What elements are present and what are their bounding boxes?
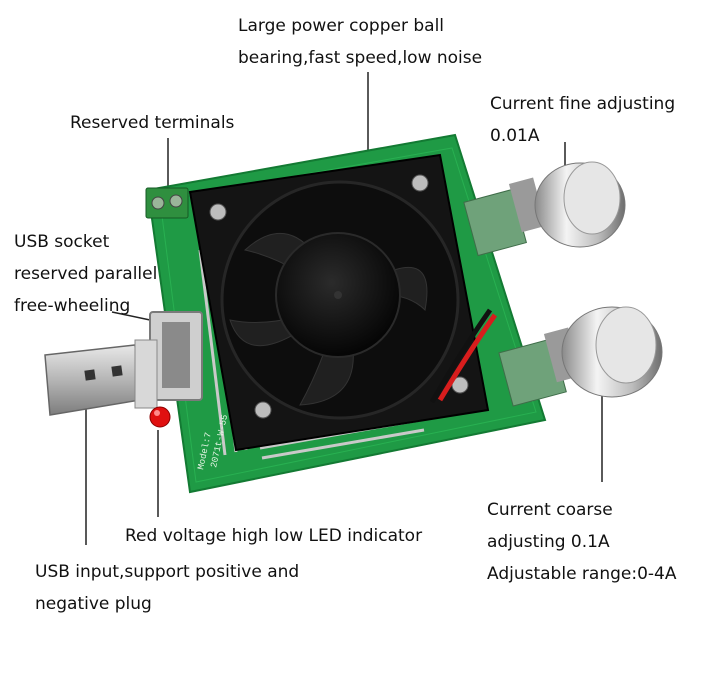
label-coarse-line-3: Adjustable range:0-4A [487, 564, 677, 584]
label-usb-socket: USB socket reserved parallel free-wheeli… [14, 226, 157, 322]
label-coarse-line-1: Current coarse [487, 500, 613, 520]
label-usb-input: USB input,support positive and negative … [35, 556, 299, 620]
fine-adjust-knob [463, 161, 626, 257]
cooling-fan [188, 153, 498, 452]
label-coarse-adjust: Current coarse adjusting 0.1A Adjustable… [487, 494, 677, 590]
label-usb-input-line-1: USB input,support positive and [35, 562, 300, 582]
label-fine-adjust: Current fine adjusting 0.01A [490, 88, 675, 152]
label-fine-line-1: Current fine adjusting [490, 94, 676, 114]
red-led-indicator [149, 406, 171, 428]
label-reserved-terminals: Reserved terminals [70, 107, 234, 139]
usb-plug [44, 339, 158, 416]
label-fan-line-1: Large power copper ball [238, 16, 445, 36]
label-fan-line-2: bearing,fast speed,low noise [238, 48, 483, 68]
coarse-adjust-knob [498, 306, 663, 407]
label-usb-socket-line-1: USB socket [14, 232, 110, 252]
label-usb-socket-line-3: free-wheeling [14, 296, 131, 316]
label-coarse-line-2: adjusting 0.1A [487, 532, 610, 552]
label-fan: Large power copper ball bearing,fast spe… [238, 10, 482, 74]
label-terminals-line-1: Reserved terminals [70, 113, 235, 133]
label-fine-line-2: 0.01A [490, 126, 540, 146]
reserved-terminal-block [145, 187, 189, 219]
usb-socket [149, 311, 203, 401]
label-led-line-1: Red voltage high low LED indicator [125, 526, 423, 546]
label-led: Red voltage high low LED indicator [125, 520, 422, 552]
label-usb-input-line-2: negative plug [35, 594, 152, 614]
label-usb-socket-line-2: reserved parallel [14, 264, 158, 284]
